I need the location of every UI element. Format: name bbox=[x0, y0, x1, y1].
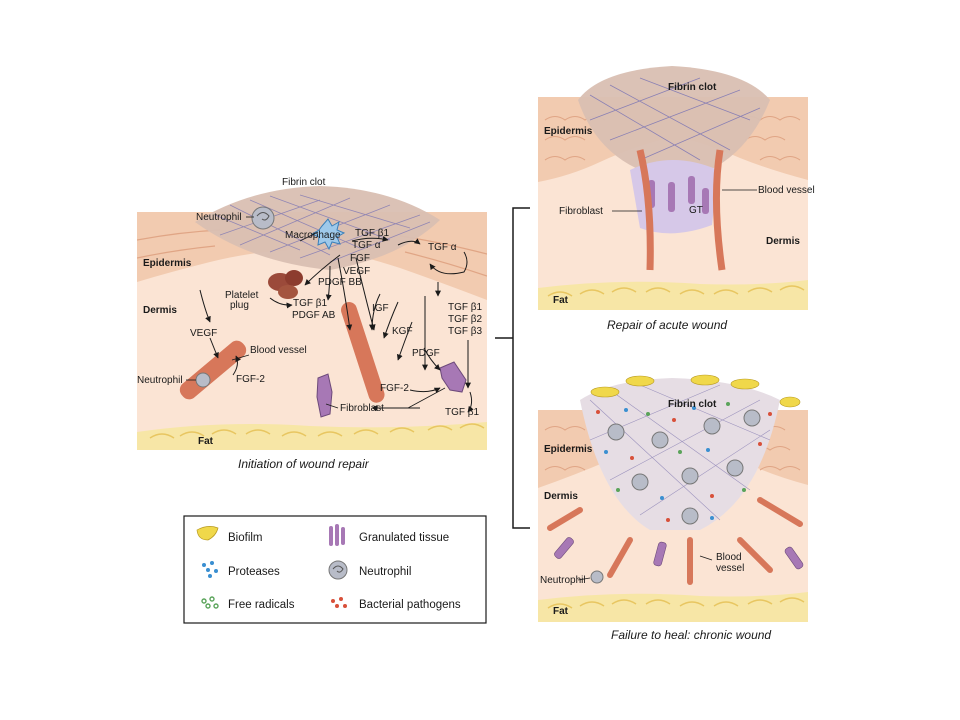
legend: Biofilm Granulated tissue Proteases Neut… bbox=[183, 515, 487, 624]
fibrin-clot-label: Fibrin clot bbox=[282, 177, 326, 188]
fibrin-mesh bbox=[589, 384, 771, 521]
dermis-label: Dermis bbox=[544, 491, 578, 502]
panel-acute: Fibrin clot Epidermis Fibroblast GT Bloo… bbox=[538, 66, 815, 332]
factor-fgf2-left: FGF-2 bbox=[236, 374, 265, 385]
leader-lines bbox=[612, 189, 757, 212]
blood-vessel-shape bbox=[179, 340, 247, 400]
factor-vegf-left: VEGF bbox=[190, 328, 217, 339]
biofilm-layer bbox=[590, 374, 801, 408]
fat-label: Fat bbox=[553, 295, 569, 306]
factor-kgf: KGF bbox=[392, 326, 413, 337]
blood-vessel-shape bbox=[712, 149, 726, 271]
legend-bacterial-pathogens-label: Bacterial pathogens bbox=[359, 599, 461, 611]
leader-lines bbox=[186, 216, 446, 409]
platelet-plug-label-2: plug bbox=[230, 300, 249, 311]
legend-proteases-label: Proteases bbox=[228, 566, 280, 578]
fibroblast-cell bbox=[316, 373, 333, 418]
biofilm-icon bbox=[196, 526, 219, 541]
neutrophil-icon bbox=[328, 560, 348, 580]
caption-chronic: Failure to heal: chronic wound bbox=[611, 628, 771, 642]
fibrin-mesh bbox=[589, 77, 761, 161]
neutrophil-cell bbox=[195, 372, 211, 388]
macrophage-cell bbox=[310, 218, 346, 251]
platelet-plug-cells bbox=[268, 270, 303, 299]
panel-chronic: Fibrin clot Epidermis Dermis Blood vesse… bbox=[538, 374, 808, 642]
factor-fgf: FGF bbox=[350, 253, 370, 264]
neutrophil-label: Neutrophil bbox=[196, 212, 242, 223]
radial-vessels bbox=[547, 497, 803, 585]
blood-vessel-label: Blood vessel bbox=[250, 345, 307, 356]
granulated-tissue-icon bbox=[329, 524, 345, 546]
neutrophil-label: Neutrophil bbox=[540, 575, 586, 586]
panel-initiation: Fibrin clot Neutrophil Macrophage Epider… bbox=[137, 177, 487, 471]
signal-arrows bbox=[199, 235, 474, 413]
fibrin-clot bbox=[195, 186, 440, 270]
macrophage-label: Macrophage bbox=[285, 230, 341, 241]
neutrophil-cell bbox=[251, 206, 275, 230]
fat-label: Fat bbox=[198, 436, 214, 447]
dots-in-wound bbox=[596, 402, 772, 522]
blood-vessel-label-1: Blood bbox=[716, 552, 742, 563]
neutrophils-in-wound bbox=[607, 409, 761, 525]
leader-lines bbox=[577, 555, 713, 581]
proteases-icon bbox=[202, 561, 218, 578]
caption-acute: Repair of acute wound bbox=[607, 318, 727, 332]
fibrin-clot-label: Fibrin clot bbox=[668, 82, 717, 93]
legend-biofilm-label: Biofilm bbox=[228, 532, 263, 544]
fibrin-clot bbox=[578, 66, 770, 170]
legend-granulated-tissue-label: Granulated tissue bbox=[359, 532, 449, 544]
factor-igf: IGF bbox=[372, 303, 389, 314]
neutrophil-vessel-label: Neutrophil bbox=[137, 375, 183, 386]
factor-vegf-top: VEGF bbox=[343, 266, 370, 277]
legend-neutrophil-label: Neutrophil bbox=[359, 566, 411, 578]
legend-free-radicals-label: Free radicals bbox=[228, 599, 295, 611]
fat-label: Fat bbox=[553, 606, 569, 617]
fat-layer bbox=[538, 280, 808, 310]
epidermis-label: Epidermis bbox=[544, 444, 593, 455]
fat-layer bbox=[538, 592, 808, 622]
fibrin-clot-label: Fibrin clot bbox=[668, 399, 717, 410]
radial-fibroblasts bbox=[554, 537, 804, 570]
free-radicals-icon bbox=[201, 596, 219, 609]
platelet-plug-label-1: Platelet bbox=[225, 290, 259, 301]
bacterial-pathogens-icon bbox=[331, 597, 347, 608]
factor-tgf-b3-right: TGF β3 bbox=[448, 326, 483, 337]
factor-pdgf: PDGF bbox=[412, 348, 440, 359]
blood-vessel-shape bbox=[636, 149, 654, 271]
gt-label: GT bbox=[689, 205, 703, 216]
dermis-label: Dermis bbox=[766, 236, 800, 247]
panel-bracket bbox=[495, 207, 530, 529]
fat-layer bbox=[137, 422, 487, 450]
factor-tgf-b1-right: TGF β1 bbox=[448, 302, 483, 313]
factor-tgf-a-right: TGF α bbox=[428, 242, 457, 253]
dermis-label: Dermis bbox=[143, 305, 177, 316]
epidermis-label: Epidermis bbox=[544, 126, 593, 137]
factor-fgf2-right: FGF-2 bbox=[380, 383, 409, 394]
neutrophil-cell bbox=[590, 570, 604, 584]
fibroblast-cell bbox=[439, 361, 467, 393]
blood-vessel-label: Blood vessel bbox=[758, 185, 815, 196]
factor-tgf-b1-mid: TGF β1 bbox=[293, 298, 328, 309]
factor-tgf-a: TGF α bbox=[352, 240, 381, 251]
factor-tgf-b1-bottom: TGF β1 bbox=[445, 407, 480, 418]
factor-tgf-b2-right: TGF β2 bbox=[448, 314, 483, 325]
fibroblast-label: Fibroblast bbox=[559, 206, 603, 217]
caption-initiation: Initiation of wound repair bbox=[238, 457, 370, 471]
fibroblast-label: Fibroblast bbox=[340, 403, 384, 414]
epidermis-label: Epidermis bbox=[143, 258, 192, 269]
factor-pdgf-ab: PDGF AB bbox=[292, 310, 336, 321]
blood-vessel-label-2: vessel bbox=[716, 563, 744, 574]
factor-tgf-b1-top: TGF β1 bbox=[355, 228, 390, 239]
factor-pdgf-bb: PDGF BB bbox=[318, 277, 362, 288]
